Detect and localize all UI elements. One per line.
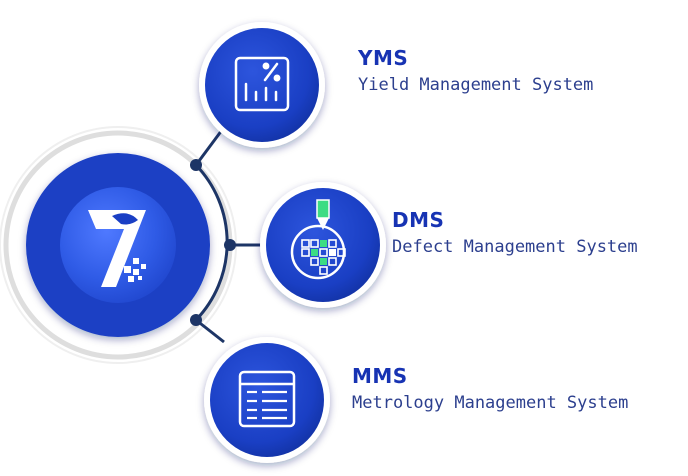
label-mms: MMS Metrology Management System <box>352 364 628 414</box>
node-dms <box>260 182 386 308</box>
connector-dot-dms <box>224 239 236 251</box>
connector-dot-mms <box>190 314 202 326</box>
dms-name: Defect Management System <box>392 237 638 257</box>
connector-line-yms <box>194 129 224 166</box>
logo-seven-icon <box>88 210 146 287</box>
percent-chart-icon <box>234 56 290 112</box>
table-grid-icon <box>238 370 296 428</box>
connector-dot-yms <box>190 159 202 171</box>
mms-name: Metrology Management System <box>352 393 629 413</box>
yms-name: Yield Management System <box>358 75 594 95</box>
node-mms <box>204 337 330 463</box>
dms-code: DMS <box>392 208 445 232</box>
yms-code: YMS <box>358 46 409 70</box>
node-yms <box>199 22 325 148</box>
label-dms: DMS Defect Management System <box>392 208 638 258</box>
label-yms: YMS Yield Management System <box>358 46 593 96</box>
hub <box>26 153 210 337</box>
node-yms-disc <box>205 28 319 142</box>
mms-code: MMS <box>352 364 408 388</box>
defect-inspection-icon <box>290 199 346 280</box>
